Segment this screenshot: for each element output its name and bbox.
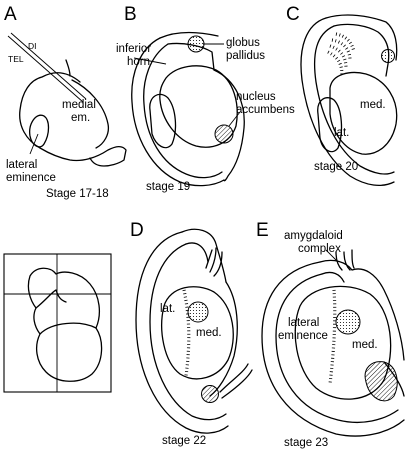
- panel-e: E amygdaloid complex lateral eminence me…: [256, 220, 405, 449]
- amygdaloid-pointer: [325, 249, 339, 263]
- panel-d-inner-wall: [149, 243, 227, 421]
- panel-c-stage: stage 20: [314, 161, 358, 173]
- panel-b-medial-wall: [213, 69, 245, 182]
- panel-d-nucleus-accumbens: [201, 385, 219, 403]
- inferior-horn-label-line2: horn: [127, 56, 150, 68]
- panel-a-letter: A: [4, 4, 17, 25]
- panel-c-outer-wall: [300, 17, 395, 187]
- nucleus-accumbens: [214, 124, 234, 144]
- globus-pallidus: [187, 35, 205, 53]
- panel-d-lat-label: lat.: [160, 303, 175, 315]
- panel-d-ganglionic-mass: [161, 286, 234, 380]
- panel-d-globus-pallidus: [187, 301, 209, 323]
- panel-a-lateral-wall: [71, 79, 110, 149]
- panel-c-med-label: med.: [360, 99, 386, 111]
- amygdaloid-label-line1: amygdaloid: [284, 230, 343, 242]
- panel-c-letter: C: [286, 4, 300, 25]
- panel-e-globus-pallidus: [335, 309, 361, 335]
- medial-em-label-line2: em.: [71, 112, 90, 124]
- panel-e-lateral-eminence-label-line2: eminence: [278, 330, 328, 342]
- panel-d-letter: D: [130, 220, 144, 241]
- panel-e-roof: [321, 271, 345, 283]
- tel-di-boundary-line-2: [10, 32, 87, 100]
- tel-label: TEL: [8, 54, 24, 64]
- panel-d: D lat. med. stage 22: [130, 220, 253, 447]
- inset-brain-outline: [27, 267, 103, 382]
- panel-b: B inferior horn globus pallidus nucleus …: [116, 4, 295, 193]
- panel-b-inner-wall: [143, 43, 223, 179]
- panel-d-med-label: med.: [196, 327, 222, 339]
- inferior-horn-label-line1: inferior: [116, 43, 151, 55]
- lateral-eminence-label-line2: eminence: [6, 172, 56, 184]
- panel-e-sulcus: [328, 289, 337, 385]
- panel-c-ganglionic-mass: [329, 71, 398, 155]
- panel-d-top: [181, 228, 227, 283]
- panel-b-outer-wall: [131, 37, 225, 187]
- nucleus-accumbens-label-line1: nucleus: [236, 91, 276, 103]
- panel-e-top: [319, 259, 405, 361]
- globus-pallidus-label-line2: pallidus: [226, 50, 265, 62]
- panel-a: A TEL DI medial em. lateral eminence Sta…: [4, 4, 127, 200]
- panel-e-letter: E: [256, 220, 269, 241]
- panel-e-med-label: med.: [352, 339, 378, 351]
- panel-b-letter: B: [124, 4, 137, 25]
- panel-d-stalk: [205, 247, 223, 277]
- panel-d-medial-wall: [209, 281, 238, 397]
- globus-pallidus-label-line1: globus: [226, 37, 260, 49]
- panel-d-outer-wall: [135, 231, 229, 434]
- panel-b-ganglionic-mass: [159, 65, 238, 148]
- panel-d-ventral-tail: [219, 363, 253, 399]
- panel-d-roof: [185, 242, 209, 263]
- panel-e-nucleus-accumbens: [364, 361, 398, 402]
- panel-e-inner-wall: [275, 273, 399, 423]
- panel-c-top: [325, 14, 398, 61]
- tel-di-boundary-line-1: [7, 35, 84, 103]
- section-inset: [3, 253, 112, 393]
- panel-b-inferior-horn-body: [149, 93, 177, 149]
- panel-b-stage: stage 19: [146, 181, 190, 193]
- panel-c-roof: [333, 23, 390, 77]
- medial-em-label-line1: medial: [62, 99, 96, 111]
- panel-c-sulcus-2: [331, 38, 352, 61]
- panel-e-outer-wall: [261, 261, 405, 437]
- inset-frame: [3, 253, 112, 393]
- panel-c-sulcus-4: [327, 50, 344, 77]
- panel-a-stage: Stage 17-18: [46, 188, 109, 200]
- inset-lobe-divider: [39, 322, 97, 335]
- panel-e-stage: stage 23: [284, 437, 328, 449]
- amygdaloid-label-line2: complex: [298, 243, 341, 255]
- nucleus-accumbens-label-line2: accumbens: [236, 104, 295, 116]
- lateral-eminence-pointer: [29, 133, 39, 155]
- panel-e-lateral-eminence-label-line1: lateral: [288, 317, 319, 329]
- panel-c-lat-label: lat.: [334, 127, 349, 139]
- di-label: DI: [28, 41, 37, 51]
- panel-c: C med. lat. stage 20: [286, 4, 398, 187]
- panel-e-medial-lobe: [383, 361, 405, 397]
- lateral-eminence-label-line1: lateral: [6, 159, 37, 171]
- panel-c-inner-wall: [313, 25, 395, 175]
- nucleus-accumbens-pointer: [228, 111, 241, 127]
- panel-a-brain-outline: [19, 59, 127, 167]
- inferior-horn-pointer: [133, 57, 167, 65]
- lateral-eminence-outline: [29, 114, 50, 148]
- panel-c-globus-pallidus: [381, 49, 395, 63]
- panel-c-sulcus-3: [329, 44, 348, 69]
- panel-e-amygdaloid-stalk: [335, 249, 355, 271]
- panel-d-stage: stage 22: [162, 435, 206, 447]
- panel-b-top: [159, 31, 219, 39]
- panel-d-sulcus: [182, 289, 191, 377]
- inset-upper-fold: [35, 289, 67, 309]
- panel-c-lateral-body: [317, 97, 343, 153]
